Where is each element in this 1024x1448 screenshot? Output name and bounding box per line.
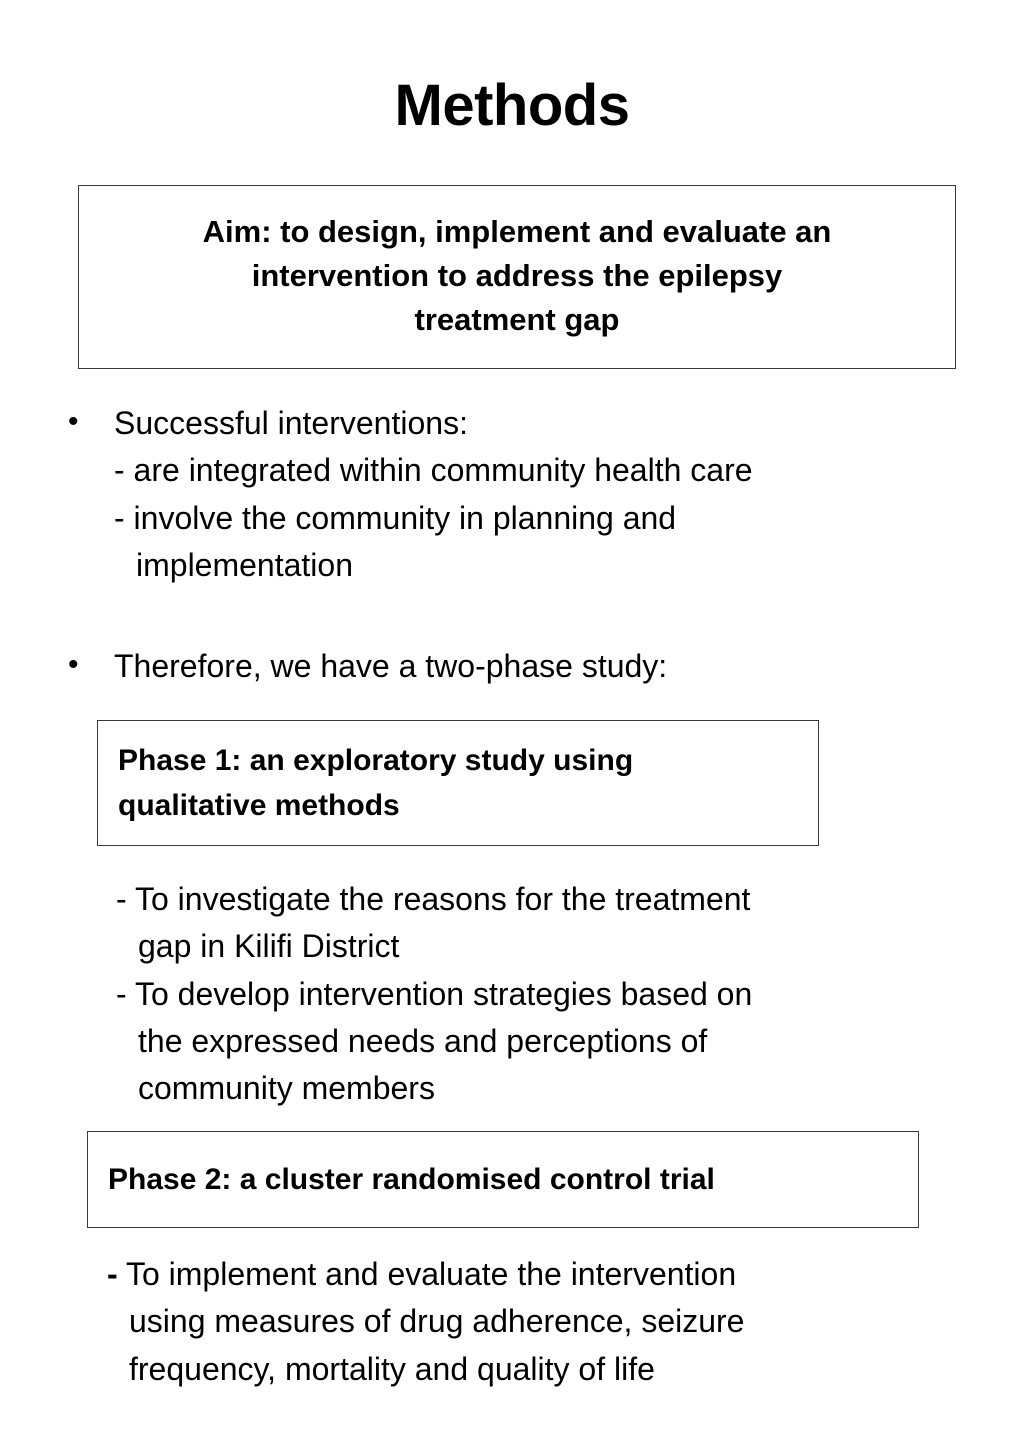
- phase1-line-1: Phase 1: an exploratory study using: [118, 744, 634, 777]
- bullet-row: • Successful interventions: - are integr…: [68, 400, 948, 589]
- list-item-continuation: community members: [138, 1070, 435, 1107]
- aim-callout-box: Aim: to design, implement and evaluate a…: [78, 185, 956, 369]
- sub-item-line: - are integrated within community health…: [114, 447, 948, 494]
- bullet-heading: Therefore, we have a two-phase study:: [114, 648, 668, 684]
- bullet-heading: Successful interventions:: [114, 405, 468, 441]
- list-item-dash: -: [107, 1256, 118, 1292]
- phase2-line-1: Phase 2: a cluster randomised control tr…: [108, 1163, 715, 1196]
- sub-item-continuation: implementation: [136, 547, 353, 584]
- list-item-dash: -: [116, 975, 127, 1012]
- bullet-dot-icon: •: [68, 405, 79, 438]
- page-title: Methods: [394, 73, 630, 138]
- bullet-successful-interventions: • Successful interventions: - are integr…: [68, 400, 948, 589]
- phase2-callout-box: Phase 2: a cluster randomised control tr…: [87, 1131, 919, 1228]
- list-item-continuation: gap in Kilifi District: [138, 928, 400, 965]
- list-item: - To develop intervention strategies bas…: [116, 971, 956, 1018]
- list-item: - To investigate the reasons for the tre…: [116, 876, 956, 923]
- list-item-text: To investigate the reasons for the treat…: [134, 881, 751, 917]
- bullet-body: Successful interventions: - are integrat…: [114, 400, 948, 589]
- sub-item-line: - involve the community in planning and: [114, 495, 948, 542]
- phase1-callout-box: Phase 1: an exploratory study using qual…: [97, 720, 819, 846]
- list-item: - To implement and evaluate the interven…: [107, 1251, 987, 1298]
- sub-item-text: involve the community in planning and: [133, 499, 677, 536]
- list-item-continuation: using measures of drug adherence, seizur…: [129, 1303, 745, 1340]
- bullet-row: • Therefore, we have a two-phase study:: [68, 643, 948, 690]
- list-item-continuation: frequency, mortality and quality of life: [129, 1350, 655, 1387]
- list-item-continuation: the expressed needs and perceptions of: [138, 1023, 708, 1060]
- sub-item-text: are integrated within community health c…: [133, 452, 753, 489]
- bullet-two-phase-study: • Therefore, we have a two-phase study:: [68, 643, 948, 690]
- list-item-text: To implement and evaluate the interventi…: [125, 1256, 737, 1292]
- aim-line-3: treatment gap: [414, 302, 620, 338]
- bullet-dot-icon: •: [68, 648, 79, 681]
- sub-item-dash: -: [114, 452, 125, 489]
- phase2-objectives-list: - To implement and evaluate the interven…: [107, 1251, 987, 1393]
- phase1-line-2: qualitative methods: [118, 789, 400, 822]
- aim-line-2: intervention to address the epilepsy: [251, 258, 783, 294]
- phase1-objectives-list: - To investigate the reasons for the tre…: [116, 876, 956, 1113]
- list-item-text: To develop intervention strategies based…: [134, 975, 753, 1012]
- sub-item-dash: -: [114, 499, 125, 536]
- list-item-dash: -: [116, 881, 127, 917]
- aim-line-1: Aim: to design, implement and evaluate a…: [202, 214, 832, 249]
